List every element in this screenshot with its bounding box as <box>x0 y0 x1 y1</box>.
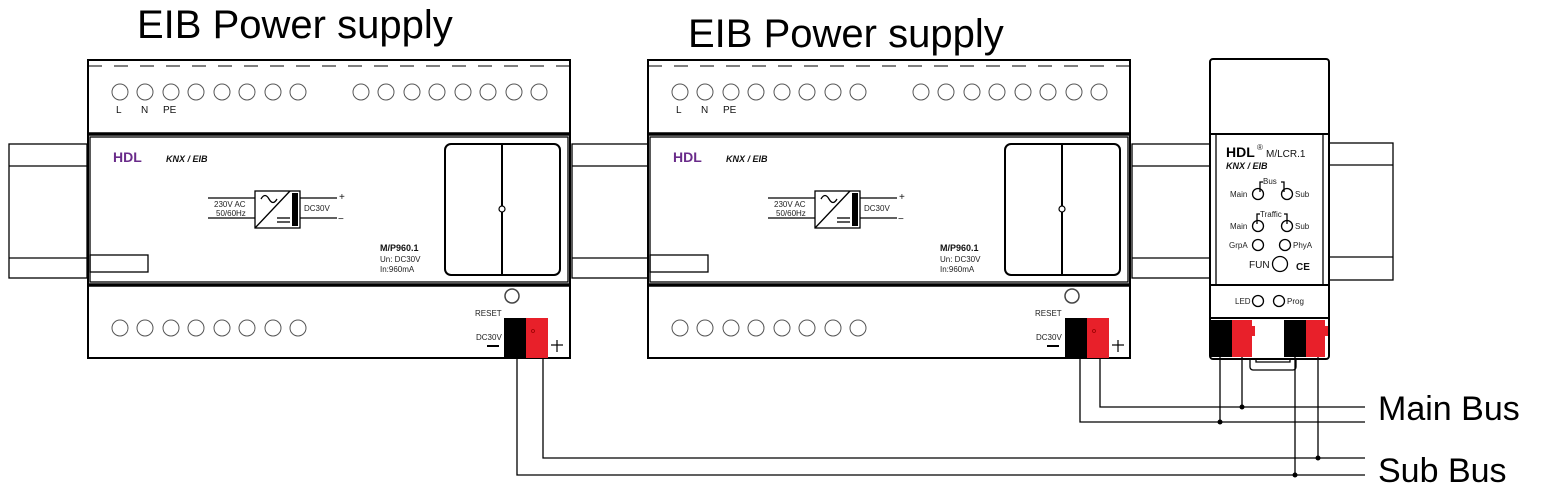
bus-main-led <box>1251 187 1265 201</box>
bus-main-label: Main <box>1230 190 1247 199</box>
terminal-label-n: N <box>141 105 148 116</box>
hdl-logo: HDL <box>113 149 142 165</box>
output-plus: + <box>899 192 905 203</box>
prog-button <box>1272 294 1286 308</box>
bottom-terminals <box>111 319 307 337</box>
terminal-label-n: N <box>701 105 708 116</box>
traffic-group-label: Traffic <box>1260 210 1282 219</box>
terminal-label-pe: PE <box>723 105 737 116</box>
output-plus: + <box>339 192 345 203</box>
ce-mark: CE <box>1296 262 1310 273</box>
input-voltage: 230V AC <box>774 200 806 209</box>
input-frequency: 50/60Hz <box>776 209 806 218</box>
reset-label: RESET <box>475 309 502 318</box>
output-minus: − <box>338 214 344 225</box>
hdl-logo: HDL <box>673 149 702 165</box>
traffic-sub-label: Sub <box>1295 222 1310 231</box>
reset-button <box>1064 288 1080 304</box>
top-terminals <box>671 83 1108 101</box>
prog-label: Prog <box>1287 297 1304 306</box>
terminal-label-pe: PE <box>163 105 177 116</box>
power-supply-1: EIB Power supply L N PE HDL KNX / EIB <box>87 3 571 359</box>
input-voltage: 230V AC <box>214 200 246 209</box>
knx-eib-logo: KNX / EIB <box>726 154 768 164</box>
line-coupler: HDL ® M/LCR.1 KNX / EIB Bus Main Sub Tra… <box>1209 58 1330 371</box>
coupler-model: M/LCR.1 <box>1266 149 1306 160</box>
bottom-terminals <box>671 319 867 337</box>
coupler-brand: HDL <box>1226 144 1255 160</box>
converter-symbol <box>208 190 337 229</box>
terminal-label-l: L <box>676 105 682 116</box>
fun-button <box>1271 255 1289 273</box>
terminal-label-l: L <box>116 105 122 116</box>
output-voltage: DC30V <box>864 204 890 213</box>
bus-terminal-block <box>1065 318 1124 358</box>
knx-eib-logo: KNX / EIB <box>166 154 208 164</box>
fun-label: FUN <box>1249 260 1270 271</box>
reset-label: RESET <box>1035 309 1062 318</box>
dc-label: DC30V <box>1036 333 1062 342</box>
output-voltage: DC30V <box>304 204 330 213</box>
front-window <box>444 143 561 276</box>
bus-sub-label: Sub <box>1295 190 1310 199</box>
rated-voltage: Un: DC30V <box>380 255 421 264</box>
bus-terminal-block <box>504 318 563 358</box>
bus-wiring <box>516 357 1365 478</box>
sub-bus-label: Sub Bus <box>1378 452 1507 490</box>
model-number: M/P960.1 <box>940 243 979 253</box>
top-terminals <box>111 83 548 101</box>
rated-current: In:960mA <box>380 265 415 274</box>
grpa-label: GrpA <box>1229 241 1248 250</box>
reset-button <box>504 288 520 304</box>
model-number: M/P960.1 <box>380 243 419 253</box>
led-indicator <box>1251 294 1265 308</box>
coupler-knx-logo: KNX / EIB <box>1226 161 1268 171</box>
traffic-sub-led <box>1280 219 1294 233</box>
power-supply-2-title: EIB Power supply <box>688 12 1004 56</box>
coupler-reg-mark: ® <box>1257 143 1263 152</box>
rated-current: In:960mA <box>940 265 975 274</box>
phya-label: PhyA <box>1293 241 1313 250</box>
grpa-led <box>1251 238 1265 252</box>
traffic-main-led <box>1251 219 1265 233</box>
bus-group-label: Bus <box>1263 177 1277 186</box>
coupler-bus-terminals <box>1210 320 1328 371</box>
rated-voltage: Un: DC30V <box>940 255 981 264</box>
output-minus: − <box>898 214 904 225</box>
phya-led <box>1278 238 1292 252</box>
led-label: LED <box>1235 297 1251 306</box>
converter-symbol <box>768 190 897 229</box>
power-supply-1-title: EIB Power supply <box>137 3 453 47</box>
dc-label: DC30V <box>476 333 502 342</box>
input-frequency: 50/60Hz <box>216 209 246 218</box>
front-window <box>1004 143 1121 276</box>
bus-sub-led <box>1280 187 1294 201</box>
power-supply-2: EIB Power supply L N PE HDL KNX / EIB <box>647 12 1131 359</box>
main-bus-label: Main Bus <box>1378 390 1520 428</box>
traffic-main-label: Main <box>1230 222 1247 231</box>
